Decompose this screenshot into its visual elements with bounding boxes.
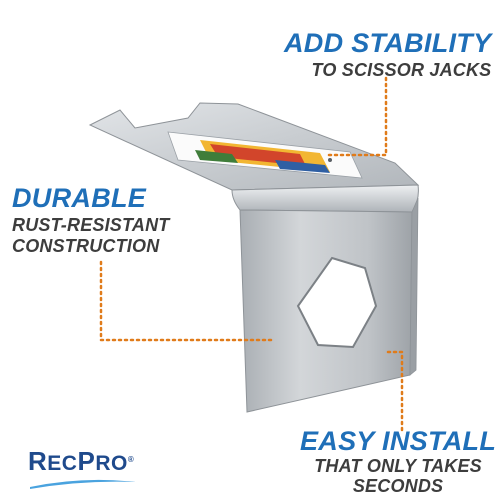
callout-subtext: SECONDS [352, 476, 444, 496]
leader-durable [99, 260, 274, 342]
callout-add-stability: ADD STABILITY TO SCISSOR JACKS [284, 28, 492, 80]
callout-heading: EASY INSTALL [300, 426, 497, 456]
leader-install [386, 350, 404, 432]
callout-heading: ADD STABILITY [284, 28, 492, 58]
leader-stability [323, 76, 388, 157]
callout-heading: DURABLE [12, 183, 147, 213]
bracket-bend [231, 184, 419, 213]
callout-subtext: RUST-RESISTANT [12, 215, 170, 235]
callout-leader-lines [99, 76, 404, 432]
callout-durable: DURABLE RUST-RESISTANT CONSTRUCTION [12, 183, 170, 256]
recpro-logo: RECPRO® [28, 446, 138, 495]
callout-easy-install: EASY INSTALL THAT ONLY TAKES SECONDS [300, 426, 497, 496]
brand-sticker-image [167, 131, 363, 179]
callout-subtext: THAT ONLY TAKES [314, 456, 482, 476]
logo-swoosh [30, 479, 136, 489]
hexagon-socket-cutout [296, 256, 378, 349]
callout-subtext: TO SCISSOR JACKS [311, 60, 492, 80]
callout-subtext: CONSTRUCTION [12, 236, 160, 256]
brand-name: RECPRO® [28, 446, 135, 476]
